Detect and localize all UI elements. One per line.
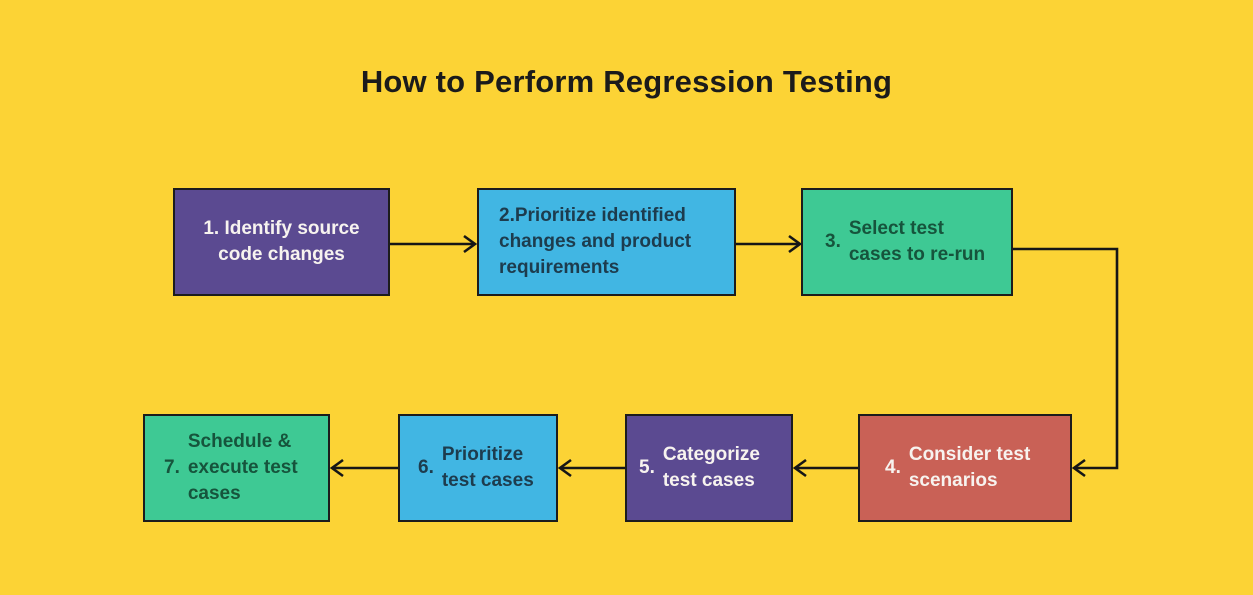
step-label: 2.Prioritize identified changes and prod… bbox=[499, 205, 692, 278]
step-box-select-test-cases: 3. Select test cases to re-run bbox=[801, 188, 1013, 296]
step-number: 4. bbox=[885, 457, 901, 478]
step-label: Categorize test cases bbox=[662, 444, 760, 491]
step-label: Schedule & execute test cases bbox=[187, 431, 298, 504]
step-box-consider-test-scenarios: 4. Consider test scenarios bbox=[858, 414, 1072, 522]
arrowhead-left-icon bbox=[1071, 458, 1086, 478]
arrowhead-right-icon bbox=[463, 234, 478, 254]
step-box-prioritize-test-cases: 6. Prioritize test cases bbox=[398, 414, 558, 522]
step-number: 3. bbox=[825, 231, 841, 252]
step-label: Prioritize test cases bbox=[441, 444, 534, 491]
step-number: 6. bbox=[418, 457, 434, 478]
step-label: Select test cases to re-run bbox=[848, 218, 986, 265]
arrowhead-left-icon bbox=[557, 458, 572, 478]
step-number: 7. bbox=[164, 457, 180, 478]
arrowhead-left-icon bbox=[792, 458, 807, 478]
step-box-identify-source-code-changes: 1. Identify source code changes bbox=[173, 188, 390, 296]
step-box-categorize-test-cases: 5. Categorize test cases bbox=[625, 414, 793, 522]
step-box-prioritize-identified-changes: 2.Prioritize identified changes and prod… bbox=[477, 188, 736, 296]
step-label: Consider test scenarios bbox=[908, 444, 1031, 491]
page-title: How to Perform Regression Testing bbox=[360, 64, 893, 99]
arrowhead-right-icon bbox=[788, 234, 803, 254]
step-label: 1. Identify source code changes bbox=[203, 218, 360, 265]
arrowhead-left-icon bbox=[329, 458, 344, 478]
step-number: 5. bbox=[639, 457, 655, 478]
step-box-schedule-execute-test-cases: 7. Schedule & execute test cases bbox=[143, 414, 330, 522]
